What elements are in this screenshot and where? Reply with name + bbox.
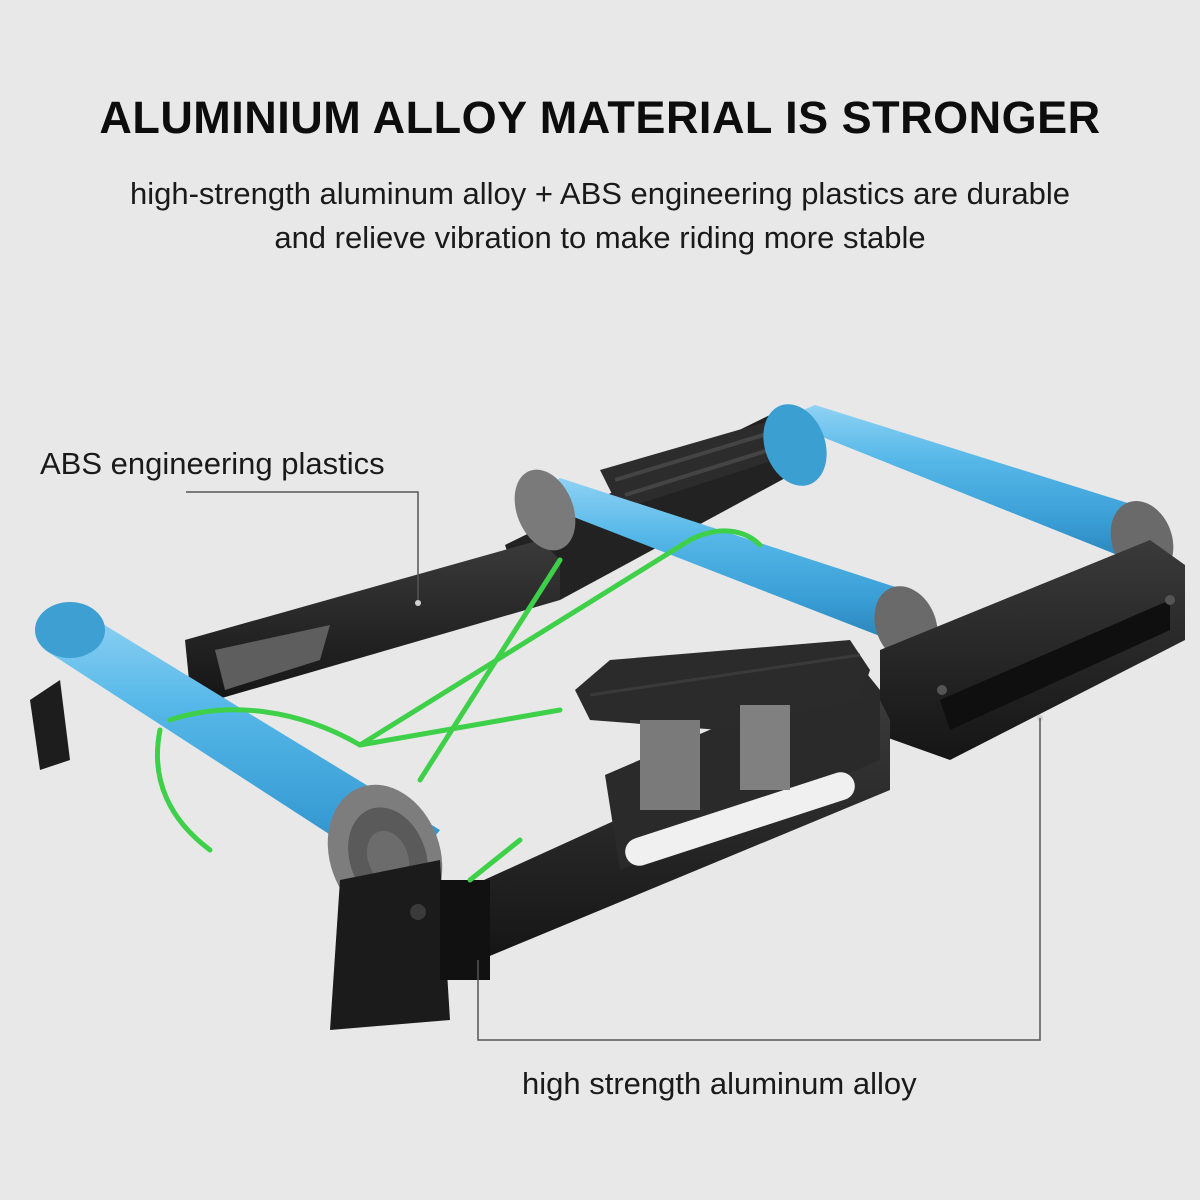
front-feet — [30, 680, 490, 1030]
right-frame-rail — [880, 540, 1185, 760]
callout-abs-plastics: ABS engineering plastics — [40, 446, 385, 481]
callout-leader-lines — [186, 491, 1041, 1041]
rear-frame — [505, 410, 800, 600]
elastic-band — [154, 528, 763, 883]
left-frame-rail — [185, 540, 560, 700]
subheadline-line-1: high-strength aluminum alloy + ABS engin… — [129, 176, 1071, 211]
pedal-block — [575, 640, 870, 810]
subheadline-line-2: and relieve vibration to make riding mor… — [274, 220, 926, 255]
headline: ALUMINIUM ALLOY MATERIAL IS STRONGER — [99, 92, 1101, 143]
back-roller — [514, 469, 938, 664]
callout-aluminum-alloy: high strength aluminum alloy — [522, 1066, 917, 1101]
